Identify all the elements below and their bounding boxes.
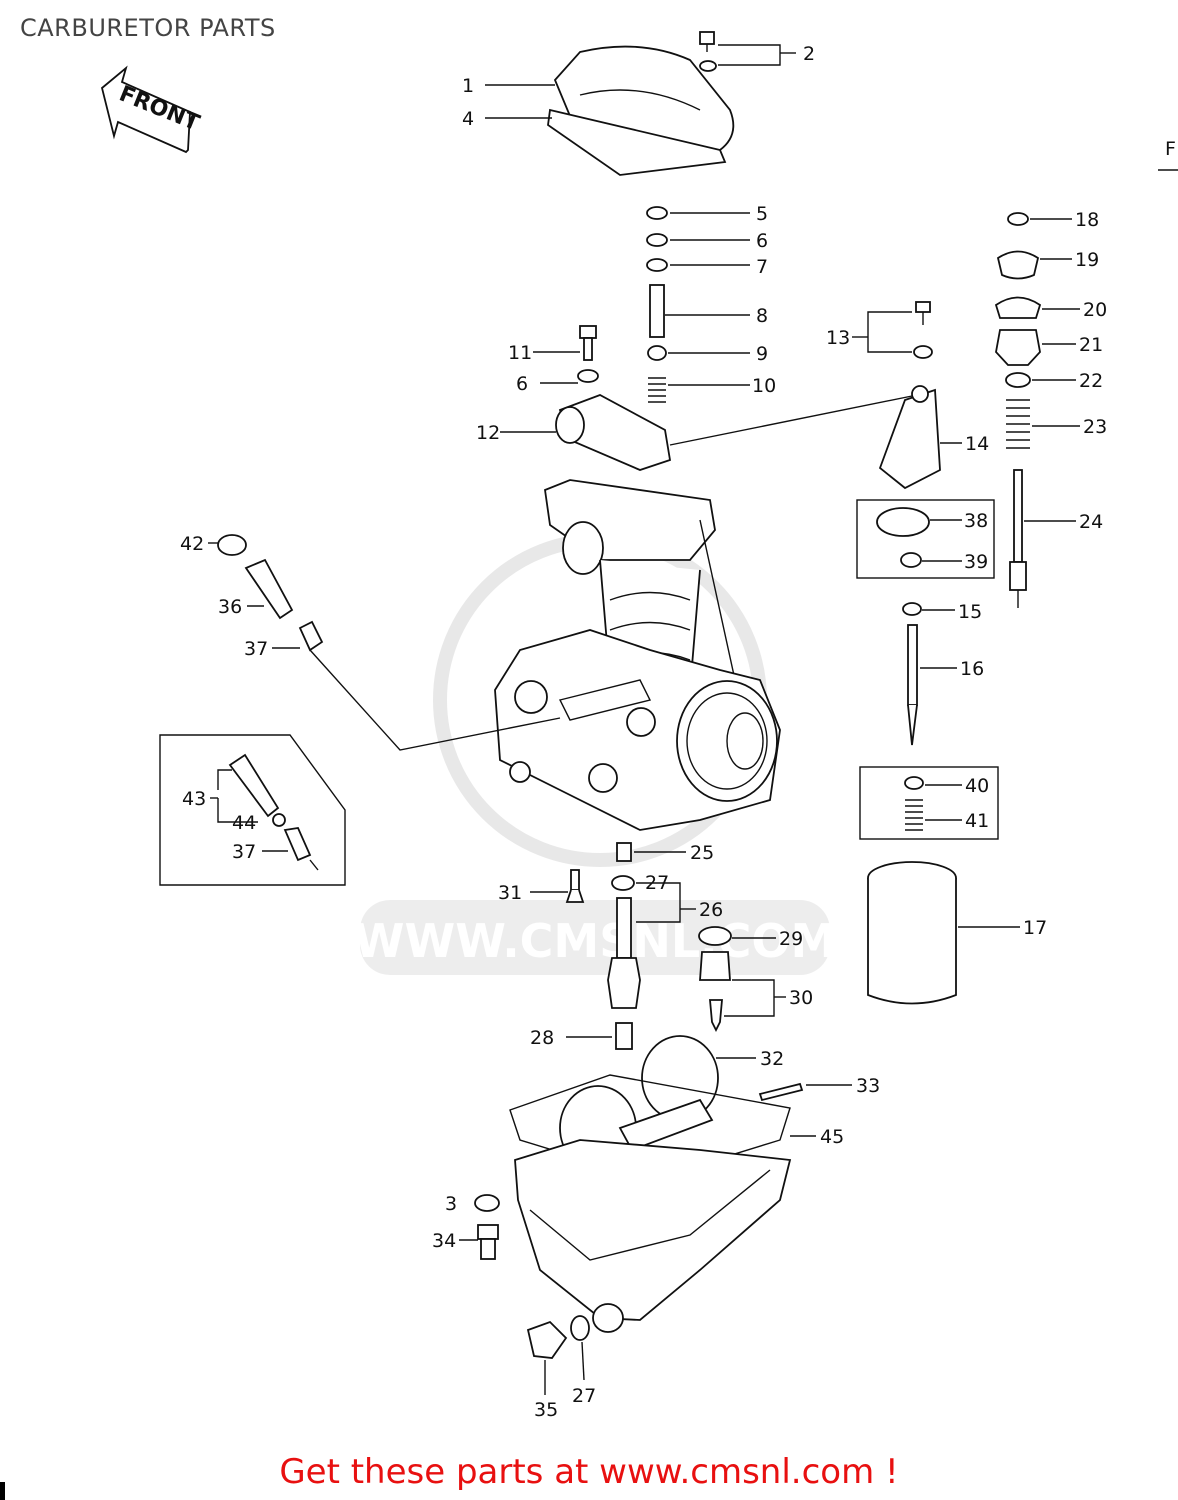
callout-11: 11	[508, 342, 532, 364]
throttle-lever-part	[555, 394, 913, 471]
front-arrow-icon: FRONT	[100, 65, 203, 154]
callout-4: 4	[462, 108, 474, 130]
callout-9: 9	[756, 343, 768, 365]
cta-text: Get these parts at www.cmsnl.com !	[279, 1452, 899, 1492]
bowl-screw-parts	[474, 1194, 500, 1260]
callout-6a: 6	[756, 230, 768, 252]
bolt-part	[577, 325, 599, 383]
callout-44: 44	[232, 812, 256, 834]
callout-41: 41	[965, 810, 989, 832]
boxed-group-43-44	[159, 734, 346, 886]
callout-18: 18	[1075, 209, 1099, 231]
callout-15: 15	[958, 601, 982, 623]
leader-lines	[208, 44, 1080, 1395]
callout-30: 30	[789, 987, 813, 1009]
callout-25: 25	[690, 842, 714, 864]
callout-29: 29	[779, 928, 803, 950]
callout-32: 32	[760, 1048, 784, 1070]
throttle-slide-part	[867, 861, 957, 1005]
callout-8: 8	[756, 305, 768, 327]
callout-27b: 27	[572, 1385, 596, 1407]
callout-21: 21	[1079, 334, 1103, 356]
watermark-text: WWW.CMSNL.COM	[354, 914, 837, 968]
callout-37b: 37	[232, 841, 256, 863]
callout-38: 38	[964, 510, 988, 532]
carburetor-body-part	[494, 479, 781, 831]
corner-fragment: F	[1165, 138, 1176, 160]
callout-labels: 1 2 3 4 5 6 6 7 8 9 10 11 12 13 14 15 16…	[180, 43, 1107, 1421]
float-bowl-parts	[509, 1035, 804, 1333]
page-title: CARBURETOR PARTS	[20, 14, 276, 42]
callout-42: 42	[180, 533, 204, 555]
callout-35: 35	[534, 1399, 558, 1421]
boxed-group-38-39	[856, 499, 995, 579]
screw-washer-part	[913, 301, 933, 359]
corner-mark	[0, 1482, 5, 1500]
callout-19: 19	[1075, 249, 1099, 271]
drain-plug-parts	[526, 1315, 590, 1359]
callout-7: 7	[756, 256, 768, 278]
callout-40: 40	[965, 775, 989, 797]
jet-parts	[565, 842, 641, 1050]
pilot-screw-parts	[217, 534, 561, 751]
callout-2: 2	[803, 43, 815, 65]
callout-17: 17	[1023, 917, 1047, 939]
callout-26: 26	[699, 899, 723, 921]
needle-valve-parts	[698, 926, 732, 1033]
callout-22: 22	[1079, 370, 1103, 392]
callout-13: 13	[826, 327, 850, 349]
boxed-group-40-41	[859, 766, 999, 840]
callout-3: 3	[445, 1193, 457, 1215]
callout-27a: 27	[645, 872, 669, 894]
callout-24: 24	[1079, 511, 1103, 533]
needle-stack-parts	[646, 206, 668, 403]
jet-needle-parts	[902, 602, 922, 746]
callout-37a: 37	[244, 638, 268, 660]
callout-36: 36	[218, 596, 242, 618]
callout-12: 12	[476, 422, 500, 444]
callout-16: 16	[960, 658, 984, 680]
callout-6b: 6	[516, 373, 528, 395]
callout-1: 1	[462, 75, 474, 97]
callout-43: 43	[182, 788, 206, 810]
callout-34: 34	[432, 1230, 456, 1252]
callout-31: 31	[498, 882, 522, 904]
choke-bracket-part	[878, 385, 941, 490]
callout-10: 10	[752, 375, 776, 397]
screw-part	[699, 31, 717, 72]
top-cover-part	[547, 45, 735, 176]
callout-20: 20	[1083, 299, 1107, 321]
callout-39: 39	[964, 551, 988, 573]
callout-23: 23	[1083, 416, 1107, 438]
callout-28: 28	[530, 1027, 554, 1049]
callout-33: 33	[856, 1075, 880, 1097]
callout-45: 45	[820, 1126, 844, 1148]
callout-5: 5	[756, 203, 768, 225]
callout-14: 14	[965, 433, 989, 455]
starter-plunger-parts	[994, 212, 1042, 608]
